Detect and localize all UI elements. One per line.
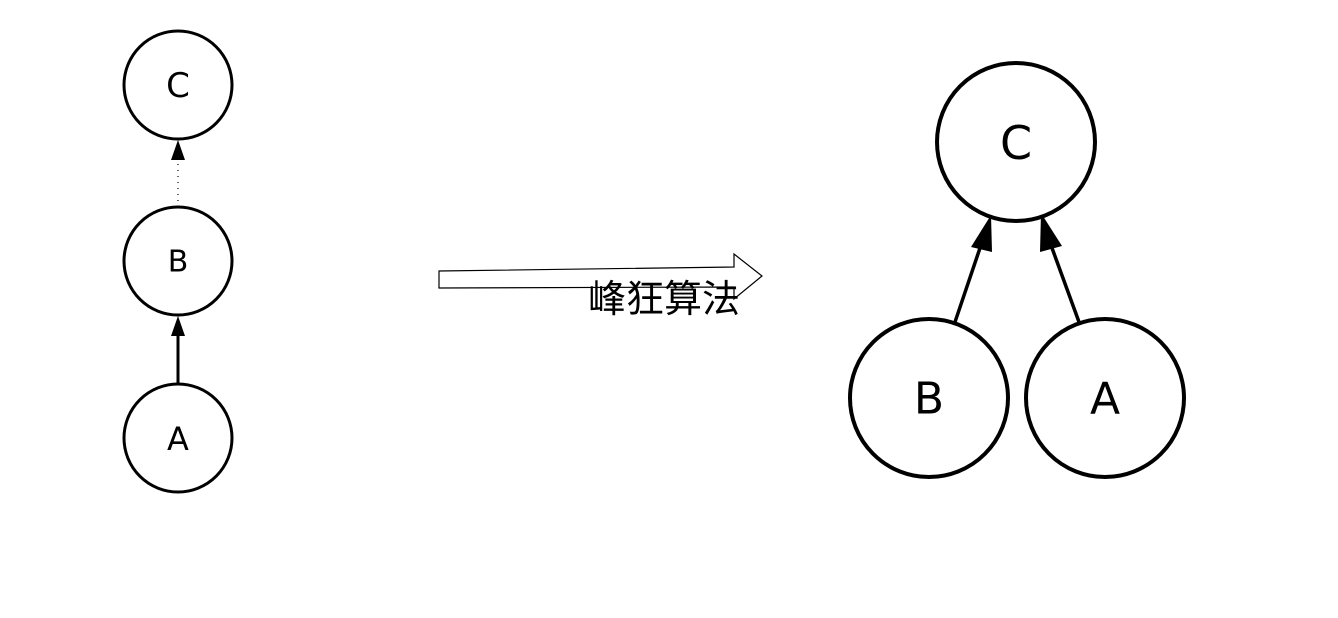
after-arrowhead-b-to-c	[971, 215, 992, 252]
before-node-c: C	[122, 29, 234, 141]
after-node-b: B	[848, 317, 1010, 479]
after-arrowhead-a-to-c	[1040, 213, 1062, 252]
after-node-b-label: B	[914, 374, 944, 425]
before-node-a: A	[122, 382, 234, 494]
before-arrowhead-b-to-c	[171, 140, 185, 160]
before-node-b: B	[122, 205, 234, 317]
transform-caption: 峰狂算法	[588, 277, 740, 321]
after-node-a-label: A	[1090, 374, 1120, 425]
after-edge-b-to-c	[953, 247, 982, 323]
before-node-a-label: A	[167, 420, 189, 458]
before-graph: C B A	[122, 29, 234, 494]
before-node-c-label: C	[166, 66, 190, 106]
transform-arrow	[438, 252, 763, 301]
after-node-c: C	[935, 61, 1097, 223]
before-node-b-label: B	[168, 245, 189, 280]
transform-arrow-group: 峰狂算法	[438, 252, 763, 321]
before-arrowhead-a-to-b	[171, 316, 185, 336]
after-graph: C B A	[848, 61, 1186, 479]
after-node-c-label: C	[1000, 116, 1032, 170]
after-node-a: A	[1024, 317, 1186, 479]
after-edge-a-to-c	[1050, 247, 1081, 323]
